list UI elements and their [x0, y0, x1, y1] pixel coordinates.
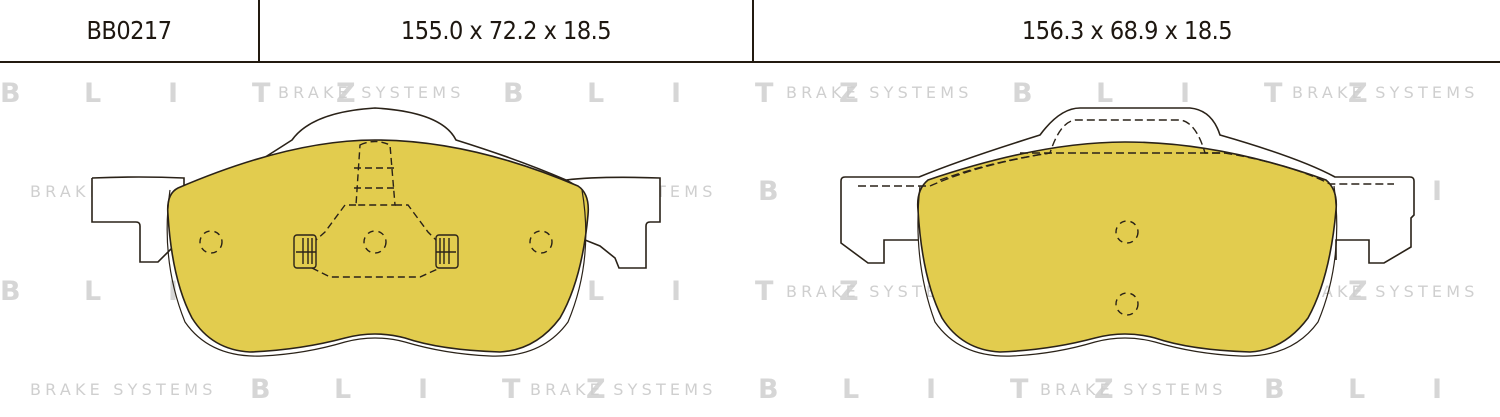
watermark-tagline: BRAKE SYSTEMS	[786, 83, 973, 102]
right-pad-holes	[1115, 220, 1139, 316]
left-friction-material	[166, 139, 590, 353]
right-friction-material	[916, 141, 1338, 353]
spec-header: BB0217 155.0 x 72.2 x 18.5 156.3 x 68.9 …	[0, 0, 1500, 63]
watermark-tagline: BRAKE SYSTEMS	[1040, 380, 1227, 399]
right-pad-clip-outline	[858, 119, 1394, 187]
watermark-tagline: BRAKE SYSTEMS	[1292, 83, 1479, 102]
watermark-tagline: BRAKE SYSTEMS	[278, 83, 465, 102]
left-pad	[91, 107, 661, 357]
dimensions-left-pad: 155.0 x 72.2 x 18.5	[260, 0, 754, 61]
right-pad	[840, 107, 1415, 357]
watermark-tagline: BRAKE SYSTEMS	[30, 380, 217, 399]
watermark-tagline: BRAKE SYSTEMS	[1292, 282, 1479, 301]
watermark-tagline: BRAKE SYSTEMS	[530, 380, 717, 399]
left-pad-holes	[199, 230, 553, 254]
left-pad-clips	[293, 234, 459, 269]
part-number: BB0217	[0, 0, 260, 61]
dimensions-right-pad: 156.3 x 68.9 x 18.5	[1021, 16, 1233, 45]
watermark-tagline: BRAKE SYSTEMS	[786, 282, 973, 301]
